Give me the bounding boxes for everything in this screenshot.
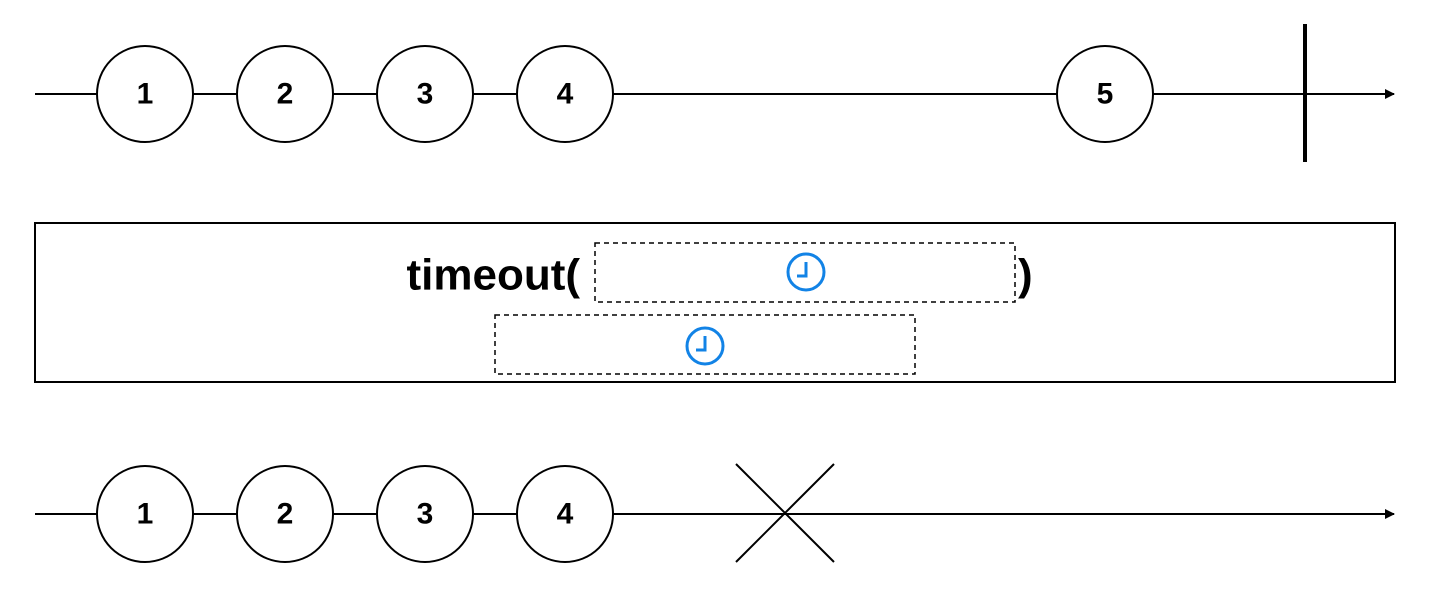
result-marble-3: 3: [376, 465, 474, 563]
source-marble-3-label: 3: [417, 78, 434, 111]
source-timeline: 1 2 3 4 5: [35, 24, 1395, 162]
source-marble-4-label: 4: [557, 78, 574, 111]
source-marble-1-label: 1: [137, 78, 154, 111]
clock-icon: [685, 326, 725, 366]
source-marble-5-label: 5: [1097, 78, 1114, 111]
source-marble-2: 2: [236, 45, 334, 143]
result-marble-2-label: 2: [277, 498, 294, 531]
source-marble-2-label: 2: [277, 78, 294, 111]
operator-name: timeout(: [406, 251, 580, 300]
result-marble-3-label: 3: [417, 498, 434, 531]
timeout-elapsed-box: [494, 314, 916, 375]
operator-closing-paren: ): [1018, 251, 1033, 300]
timeout-duration-box: [594, 242, 1016, 303]
source-marble-4: 4: [516, 45, 614, 143]
result-marble-1: 1: [96, 465, 194, 563]
result-timeline: 1 2 3 4: [35, 463, 1395, 563]
source-marble-5: 5: [1056, 45, 1154, 143]
clock-icon: [786, 252, 826, 292]
result-marble-1-label: 1: [137, 498, 154, 531]
result-marble-4: 4: [516, 465, 614, 563]
result-marble-2: 2: [236, 465, 334, 563]
source-marble-3: 3: [376, 45, 474, 143]
source-marble-1: 1: [96, 45, 194, 143]
result-error-marker: [735, 463, 835, 563]
operator-box: timeout( ): [34, 222, 1396, 383]
result-marble-4-label: 4: [557, 498, 574, 531]
